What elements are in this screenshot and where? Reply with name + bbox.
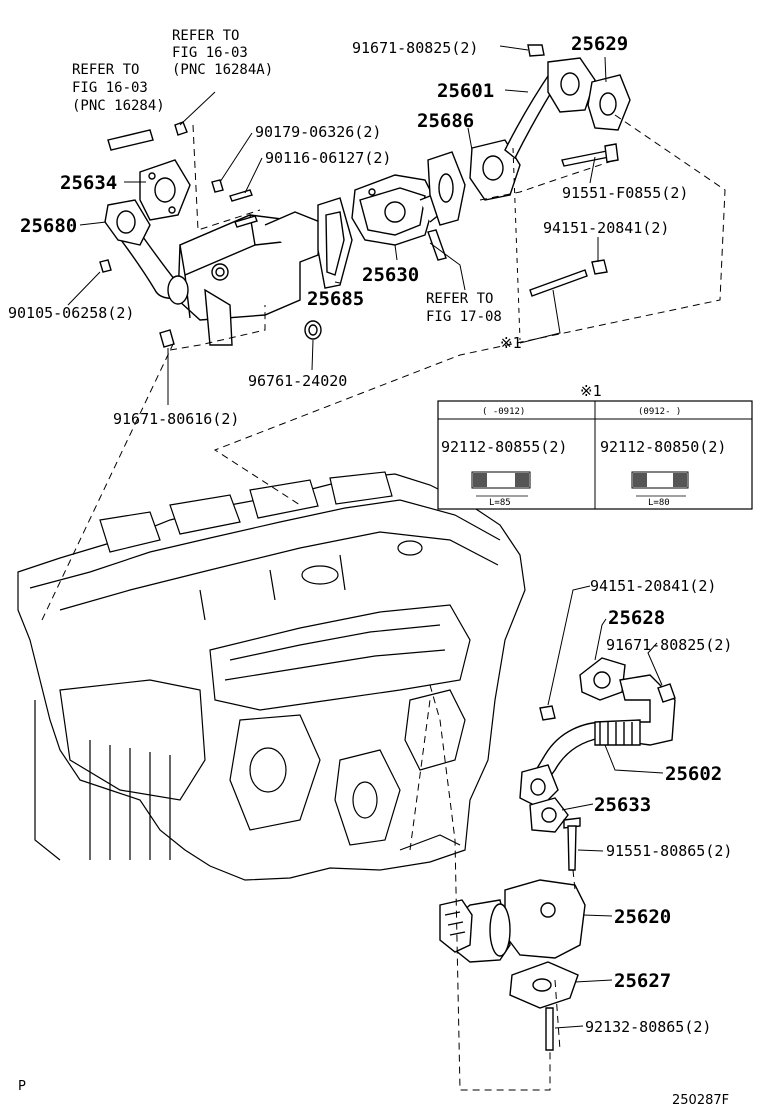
egr-valve-body-25630	[351, 174, 446, 246]
stud-85-thread-left	[473, 473, 487, 487]
stud-table-part-1: 92112-80855(2)	[441, 438, 567, 456]
callout-25633: 25633	[594, 794, 651, 816]
ref-17-08-line2: FIG 17-08	[426, 309, 502, 325]
egr-cooler-25680	[104, 199, 321, 346]
egr-pipe-upper-ref	[107, 129, 154, 151]
callout-94151-20841-mid: 94151-20841(2)	[590, 577, 716, 595]
callout-91671-80616: 91671-80616(2)	[113, 410, 239, 428]
stud-table-title: ※1	[580, 382, 602, 400]
callout-91671-80825-mid: 91671-80825(2)	[606, 636, 732, 654]
callout-25685: 25685	[307, 288, 364, 310]
bolt-91551-80865	[563, 817, 581, 871]
egr-pipe-25601	[469, 57, 596, 201]
diagram-code: 250287F	[672, 1093, 729, 1108]
upper-fasteners	[99, 44, 619, 348]
callout-25686: 25686	[417, 110, 474, 132]
callout-25629: 25629	[571, 33, 628, 55]
egr-pipe-25602	[519, 674, 676, 809]
reference-notes: REFER TO FIG 16-03 (PNC 16284A) REFER TO…	[72, 28, 502, 325]
callout-25634: 25634	[60, 172, 117, 194]
gasket-25627	[509, 961, 579, 1009]
ref-17-08-line1: REFER TO	[426, 291, 493, 307]
callout-90105-06258: 90105-06258(2)	[8, 304, 134, 322]
leader-lines	[67, 45, 664, 1029]
callout-91671-80825-top: 91671-80825(2)	[352, 39, 478, 57]
callout-labels: 91671-80825(2) 25629 25601 25686 90179-0…	[8, 33, 732, 1036]
stud-table	[437, 400, 753, 510]
stud-85-thread-right	[515, 473, 529, 487]
ref-16284-line3: (PNC 16284)	[72, 98, 165, 114]
ref-16284-line2: FIG 16-03	[72, 80, 148, 96]
stud-92132-80865	[545, 1007, 554, 1051]
stud-table-range-1: ( -0912)	[482, 407, 525, 417]
gasket-25629	[587, 74, 631, 131]
gasket-25685	[317, 197, 353, 289]
egr-valve-25620	[439, 879, 586, 963]
stud-table-text: ※1 ( -0912) (0912- ) 92112-80855(2) 9211…	[441, 382, 726, 508]
callout-25601: 25601	[437, 80, 494, 102]
callout-25630: 25630	[362, 264, 419, 286]
ref-16284-line1: REFER TO	[72, 62, 139, 78]
callout-96761-24020: 96761-24020	[248, 372, 347, 390]
gasket-25634	[139, 159, 191, 221]
callout-91551-80865: 91551-80865(2)	[606, 842, 732, 860]
ref-16284a-line1: REFER TO	[172, 28, 239, 44]
callout-25627: 25627	[614, 970, 671, 992]
stud-80-thread-left	[633, 473, 647, 487]
callout-25620: 25620	[614, 906, 671, 928]
gasket-25686	[427, 151, 466, 226]
phantom-lines	[41, 114, 726, 1091]
stud-80-thread-right	[673, 473, 687, 487]
stud-table-range-2: (0912- )	[638, 407, 681, 417]
ref-16284a-line3: (PNC 16284A)	[172, 62, 273, 78]
gasket-25633	[529, 797, 569, 833]
stud-table-part-2: 92112-80850(2)	[600, 438, 726, 456]
callout-94151-20841-top: 94151-20841(2)	[543, 219, 669, 237]
callout-note-mark: ※1	[500, 334, 522, 352]
callout-25602: 25602	[665, 763, 722, 785]
footer: P 250287F	[18, 1079, 729, 1108]
stud-table-length-1: L=85	[489, 498, 511, 508]
gasket-25628	[579, 657, 626, 701]
callout-25628: 25628	[608, 607, 665, 629]
callout-90116-06127: 90116-06127(2)	[265, 149, 391, 167]
callout-92132-80865: 92132-80865(2)	[585, 1018, 711, 1036]
stud-table-length-2: L=80	[648, 498, 670, 508]
page-marker: P	[18, 1079, 26, 1094]
callout-25680: 25680	[20, 215, 77, 237]
callout-91551-f0855: 91551-F0855(2)	[562, 184, 688, 202]
engine-block-drawing	[17, 471, 526, 881]
ref-16284a-line2: FIG 16-03	[172, 45, 248, 61]
callout-90179-06326: 90179-06326(2)	[255, 123, 381, 141]
